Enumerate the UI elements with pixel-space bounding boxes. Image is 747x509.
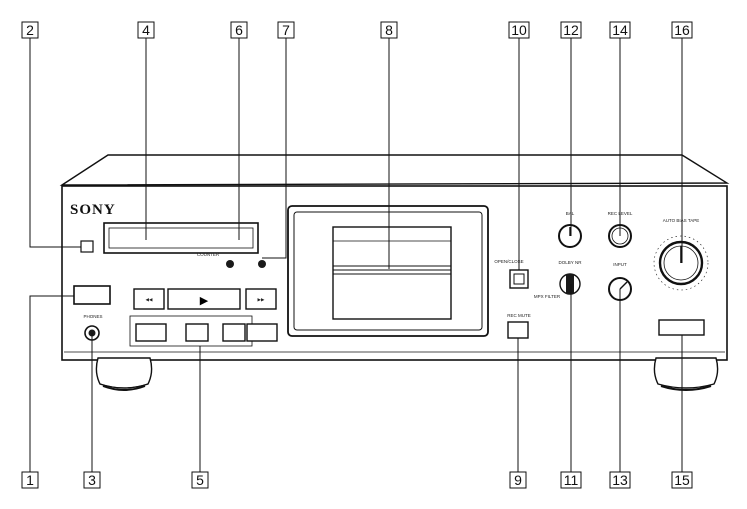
svg-text:14: 14	[612, 22, 628, 38]
callout-2: 2	[21, 21, 39, 39]
svg-text:6: 6	[235, 22, 243, 38]
monitor-button[interactable]	[658, 319, 705, 336]
dolby-nr-selector[interactable]	[559, 273, 581, 295]
right-foot	[653, 357, 719, 391]
callout-11: 11	[560, 471, 582, 489]
svg-text:1: 1	[26, 472, 34, 488]
sony-logo: SONY	[70, 202, 116, 218]
counter-label: COUNTER	[197, 252, 220, 257]
counter-reset-button[interactable]	[226, 260, 234, 268]
stop-button[interactable]	[185, 323, 209, 342]
cassette-compartment[interactable]	[287, 205, 489, 337]
callout-5: 5	[191, 471, 209, 489]
left-foot	[95, 357, 153, 391]
master-level-knob[interactable]	[653, 235, 709, 291]
dolby-nr-label: DOLBY NR	[559, 260, 583, 265]
open-close-button[interactable]	[509, 269, 529, 289]
svg-text:4: 4	[142, 22, 150, 38]
callout-3: 3	[83, 471, 101, 489]
power-indicator	[80, 240, 94, 253]
callout-6: 6	[230, 21, 248, 39]
svg-text:12: 12	[563, 22, 579, 38]
balance-label: BAL	[566, 211, 575, 216]
power-button[interactable]	[73, 285, 111, 305]
transport-controls: ◀◀ ▶ ▶▶	[129, 288, 278, 347]
play-button[interactable]	[167, 288, 241, 310]
record-button[interactable]	[135, 323, 167, 342]
callout-7: 7	[277, 21, 295, 39]
display-window	[103, 222, 259, 254]
fast-forward-button[interactable]	[245, 288, 277, 310]
eject-button[interactable]	[246, 323, 278, 342]
input-label: INPUT	[613, 262, 627, 267]
svg-text:9: 9	[514, 472, 522, 488]
svg-text:8: 8	[385, 22, 393, 38]
callout-8: 8	[380, 21, 398, 39]
balance-knob[interactable]	[558, 224, 582, 248]
svg-text:13: 13	[612, 472, 628, 488]
callout-10: 10	[508, 21, 530, 39]
callout-4: 4	[137, 21, 155, 39]
svg-text:15: 15	[674, 472, 690, 488]
fast-forward-icon: ▶▶	[258, 297, 265, 302]
pause-button[interactable]	[222, 323, 246, 342]
callout-9: 9	[509, 471, 527, 489]
rewind-icon: ◀◀	[146, 297, 153, 302]
svg-text:11: 11	[564, 472, 579, 488]
svg-text:3: 3	[88, 472, 96, 488]
svg-text:16: 16	[674, 22, 690, 38]
play-icon: ▶	[200, 295, 209, 307]
open-close-label: OPEN/CLOSE	[494, 259, 523, 264]
svg-text:5: 5	[196, 472, 204, 488]
auto-bias-label: AUTO BIAS TAPE	[663, 218, 700, 223]
mpx-filter-label: MPX FILTER	[534, 294, 561, 299]
callout-14: 14	[609, 21, 631, 39]
svg-text:7: 7	[282, 22, 290, 38]
callout-1: 1	[21, 471, 39, 489]
callout-15: 15	[671, 471, 693, 489]
rec-mute-button[interactable]	[507, 321, 529, 339]
svg-text:10: 10	[511, 22, 527, 38]
callout-12: 12	[560, 21, 582, 39]
leader-lines	[29, 38, 683, 472]
svg-text:2: 2	[26, 22, 34, 38]
phones-label: PHONES	[83, 314, 102, 319]
callout-13: 13	[609, 471, 631, 489]
rewind-button[interactable]	[133, 288, 165, 310]
callout-16: 16	[671, 21, 693, 39]
rec-mute-label: REC MUTE	[507, 313, 531, 318]
memory-button[interactable]	[258, 260, 266, 268]
